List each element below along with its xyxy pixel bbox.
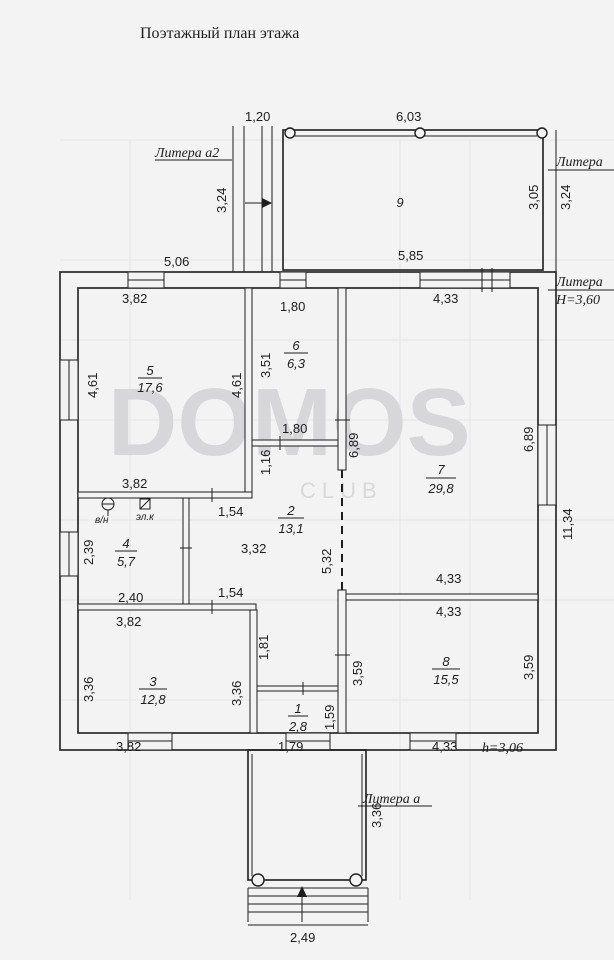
dim-4-61-inner: 4,61 xyxy=(229,373,244,398)
dim-6-89-right: 6,89 xyxy=(521,427,536,452)
dim-6-89-left: 6,89 xyxy=(346,433,361,458)
label-elk: эл.к xyxy=(136,512,155,523)
label-litera-a: Литера а xyxy=(362,792,420,807)
room-7-number: 7 xyxy=(437,462,445,477)
dim-1-80-mid: 1,80 xyxy=(282,421,307,436)
label-litera-a2: Литера а2 xyxy=(154,146,219,161)
room-labels: 9 5 17,6 6 6,3 7 29,8 2 13,1 4 5,7 8 15,… xyxy=(115,195,460,734)
room-1-number: 1 xyxy=(294,701,301,716)
dim-3-36-inner: 3,36 xyxy=(229,681,244,706)
room-8-area: 15,5 xyxy=(433,672,459,687)
room-5-number: 5 xyxy=(146,363,154,378)
label-litera-right-top: Литера xyxy=(555,155,603,170)
dim-3-59-left: 3,59 xyxy=(350,661,365,686)
dim-3-05: 3,05 xyxy=(526,185,541,210)
room-9-number: 9 xyxy=(396,195,403,210)
dim-1-54-upper: 1,54 xyxy=(218,504,243,519)
dim-1-20: 1,20 xyxy=(245,109,270,124)
dim-5-32: 5,32 xyxy=(319,549,334,574)
column-marker xyxy=(284,127,296,139)
house-outer-wall xyxy=(59,271,557,751)
dim-4-33-top: 4,33 xyxy=(433,291,458,306)
dim-3-51: 3,51 xyxy=(258,353,273,378)
label-height-main: H=3,60 xyxy=(555,293,600,308)
dim-2-40: 2,40 xyxy=(118,590,143,605)
dim-5-06: 5,06 xyxy=(164,254,189,269)
litera-a2-passage xyxy=(232,126,273,272)
background-table-ghost xyxy=(60,139,614,900)
dim-4-33-bottom: 4,33 xyxy=(432,739,457,754)
column-marker xyxy=(414,127,426,139)
dim-3-36-left: 3,36 xyxy=(81,677,96,702)
dim-1-79: 1,79 xyxy=(278,739,303,754)
room-2-area: 13,1 xyxy=(278,521,303,536)
room-5-area: 17,6 xyxy=(137,380,163,395)
watermark-sub: CLUB xyxy=(300,478,383,503)
dim-5-85: 5,85 xyxy=(398,248,423,263)
room-8-number: 8 xyxy=(442,654,450,669)
dim-11-34: 11,34 xyxy=(560,508,575,540)
dim-3-82-room3-top: 3,82 xyxy=(116,614,141,629)
room-3-number: 3 xyxy=(149,674,157,689)
dim-1-81: 1,81 xyxy=(256,635,271,660)
dim-3-82-mid: 3,82 xyxy=(122,476,147,491)
dim-3-32: 3,32 xyxy=(241,541,266,556)
entry-arrow-icon xyxy=(297,886,307,897)
watermark: DOMOS xyxy=(108,369,471,476)
label-height-small: h=3,06 xyxy=(482,741,523,756)
dim-2-49: 2,49 xyxy=(290,930,315,945)
electric-meter-icon xyxy=(139,498,151,510)
dim-3-82-top: 3,82 xyxy=(122,291,147,306)
dim-6-03: 6,03 xyxy=(396,109,421,124)
veranda-9 xyxy=(282,127,548,271)
dim-3-24-right: 3,24 xyxy=(558,185,573,210)
dim-3-82-bottom: 3,82 xyxy=(116,739,141,754)
dim-2-39: 2,39 xyxy=(81,540,96,565)
windows xyxy=(59,268,557,751)
dim-3-59-right: 3,59 xyxy=(521,655,536,680)
room-4-area: 5,7 xyxy=(117,554,136,569)
entry-arrow-icon xyxy=(262,198,272,208)
room-4-number: 4 xyxy=(122,536,129,551)
label-litera-right-mid: Литера xyxy=(555,275,603,290)
plan-title: Поэтажный план этажа xyxy=(140,25,299,42)
dim-4-33-mid-upper: 4,33 xyxy=(436,571,461,586)
house-inner-wall xyxy=(77,287,539,734)
room-3-area: 12,8 xyxy=(140,692,166,707)
room-6-area: 6,3 xyxy=(287,356,306,371)
room-2-number: 2 xyxy=(286,503,295,518)
dimensions: 1,20 6,03 3,24 3,05 3,24 5,06 5,85 3,82 … xyxy=(81,109,575,945)
dim-4-61-left: 4,61 xyxy=(85,373,100,398)
dim-1-80-top: 1,80 xyxy=(280,299,305,314)
column-marker xyxy=(536,127,548,139)
dim-3-36-porch: 3,36 xyxy=(369,803,384,828)
utility-symbols: в/н эл.к xyxy=(95,497,155,526)
room-7-area: 29,8 xyxy=(427,481,454,496)
room-1-area: 2,8 xyxy=(288,719,308,734)
interior-walls xyxy=(77,287,539,734)
room-6-number: 6 xyxy=(292,338,300,353)
dim-1-54-lower: 1,54 xyxy=(218,585,243,600)
dim-3-24-left: 3,24 xyxy=(214,188,229,213)
dim-4-33-mid-lower: 4,33 xyxy=(436,604,461,619)
dim-1-59: 1,59 xyxy=(322,705,337,730)
label-vn: в/н xyxy=(95,515,109,526)
porch-litera-a xyxy=(247,749,369,926)
dim-1-16: 1,16 xyxy=(258,450,273,475)
